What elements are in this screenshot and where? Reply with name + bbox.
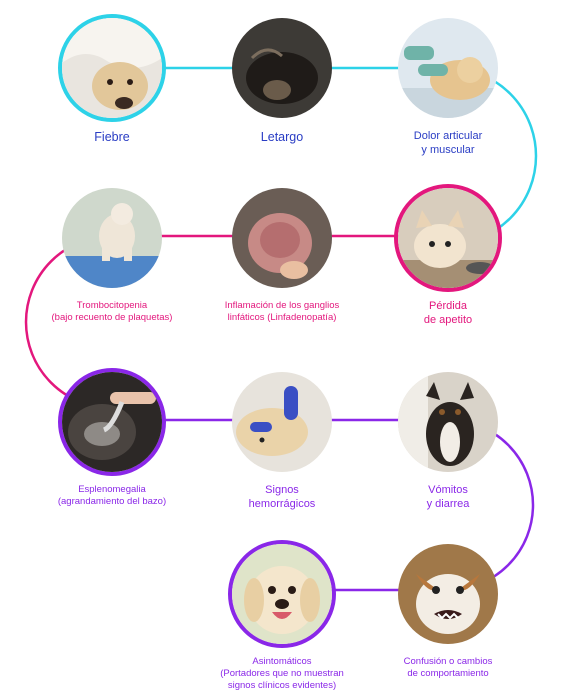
symptom-label: Vómitos y diarrea <box>426 484 470 510</box>
symptom-trombocitopenia: Trombocitopenia (bajo recuento de plaque… <box>42 188 182 324</box>
symptom-dolor: Dolor articular y muscular <box>388 18 508 158</box>
symptom-label: Trombocitopenia (bajo recuento de plaque… <box>51 300 173 323</box>
symptom-esplenomegalia: Esplenomegalia (agrandamiento del bazo) <box>42 368 182 508</box>
symptom-label: Confusión o cambios de comportamiento <box>403 656 493 679</box>
sad-dog-photo <box>398 372 498 472</box>
vet-examining-puppy-photo <box>398 18 498 118</box>
symptom-label: Esplenomegalia (agrandamiento del bazo) <box>57 484 167 507</box>
symptom-inflamacion: Inflamación de los ganglios linfáticos (… <box>212 188 352 324</box>
sleeping-dog-photo <box>232 18 332 118</box>
highlight-ring <box>394 184 502 292</box>
symptom-label: Fiebre <box>94 130 130 144</box>
vet-gloves-photo <box>232 372 332 472</box>
symptom-label: Pérdida de apetito <box>423 300 473 326</box>
chihuahua-photo <box>398 188 498 288</box>
symptom-fiebre: Fiebre <box>52 14 172 146</box>
symptom-label: Signos hemorrágicos <box>248 484 316 510</box>
inflamed-skin-photo <box>232 188 332 288</box>
symptom-perdida: Pérdida de apetito <box>388 184 508 328</box>
happy-golden-photo <box>232 544 332 644</box>
symptom-label: Letargo <box>260 130 304 144</box>
symptom-label: Inflamación de los ganglios linfáticos (… <box>224 300 340 323</box>
highlight-ring <box>58 368 166 476</box>
symptom-label: Dolor articular y muscular <box>413 130 483 156</box>
symptom-asintomaticos: Asintomáticos (Portadores que no muestra… <box>212 540 352 692</box>
ultrasound-photo <box>62 372 162 472</box>
symptom-label: Asintomáticos (Portadores que no muestra… <box>220 656 344 691</box>
symptom-vomitos: Vómitos y diarrea <box>388 372 508 512</box>
highlight-ring <box>228 540 336 648</box>
symptom-letargo: Letargo <box>222 18 342 146</box>
dog-exam-table-photo <box>62 188 162 288</box>
symptom-confusion: Confusión o cambios de comportamiento <box>388 544 508 680</box>
growling-dog-photo <box>398 544 498 644</box>
sick-dog-photo <box>62 18 162 118</box>
highlight-ring <box>58 14 166 122</box>
symptom-signos: Signos hemorrágicos <box>222 372 342 512</box>
